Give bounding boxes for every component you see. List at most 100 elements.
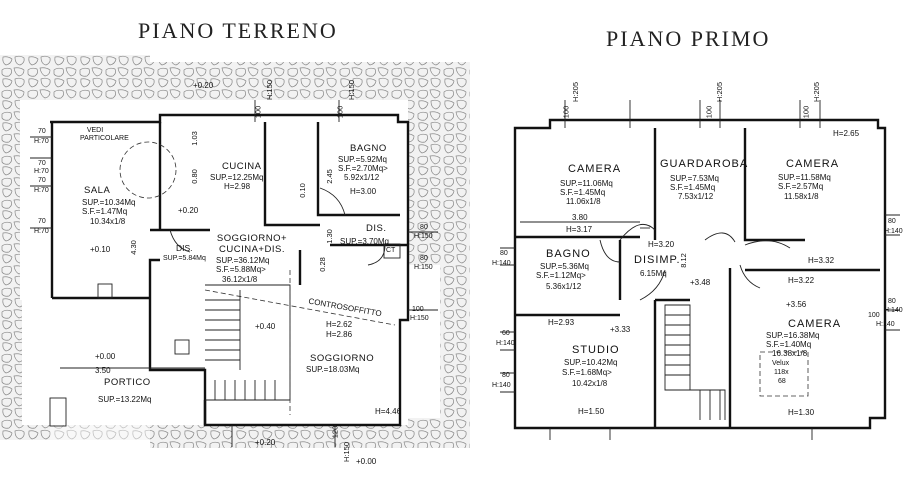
room-sala-sf: S.F.=1.47Mq — [82, 207, 128, 216]
ct-box — [383, 243, 401, 259]
window-tag: 100 — [868, 312, 880, 319]
stone-paving-top — [150, 62, 470, 440]
detail-circle — [119, 141, 177, 199]
level-mark: +0.20 — [255, 438, 276, 447]
dimension-label: 1.30 — [324, 229, 334, 244]
level-mark: +0.20 — [193, 81, 214, 90]
room-soggiorno-cucina-sf: S.F.=5.88Mq> — [216, 265, 266, 274]
window-tag: 80 — [888, 218, 896, 225]
room-cucina-sup: SUP.=12.25Mq — [210, 173, 264, 182]
room-bagno-first-ratio: 5.36x1/12 — [546, 282, 582, 291]
level-mark: +0.20 — [178, 206, 199, 215]
dimension-label: 3.50 — [95, 366, 111, 375]
room-camera2-sf: S.F.=2.57Mq — [778, 182, 824, 191]
room-sala-ratio: 10.34x1/8 — [90, 217, 126, 226]
level-mark: +3.48 — [690, 278, 711, 287]
window-tag: H:140 — [884, 307, 903, 314]
room-studio-sf: S.F.=1.68Mq> — [562, 368, 612, 377]
room-guardaroba-ratio: 7.53x1/12 — [678, 192, 714, 201]
window-tag: H:140 — [492, 260, 511, 267]
window-tag: H:140 — [496, 340, 515, 347]
room-soggiorno-cucina-name: SOGGIORNO+ CUCINA+DIS. — [216, 233, 288, 255]
room-camera1-name: CAMERA — [568, 163, 622, 175]
room-camera2-ratio: 11.58x1/8 — [784, 192, 819, 201]
window-tag: H:140 — [492, 382, 511, 389]
level-mark: +3.56 — [786, 300, 807, 309]
window-tag: H:205 — [715, 81, 725, 103]
level-mark: +0.00 — [95, 352, 116, 361]
room-dis2-sup: SUP.=3.70Mq — [340, 237, 389, 246]
room-studio-sup: SUP.=10.42Mq — [564, 358, 618, 367]
dimension-label: 0.28 — [317, 257, 327, 272]
window-tag: 70 — [38, 177, 46, 184]
room-studio-ratio: 10.42x1/8 — [572, 379, 608, 388]
h446-note: H=4.46 — [375, 407, 402, 416]
room-dis1-sup: SUP.=5.84Mq — [163, 255, 206, 262]
velux-height: 68 — [778, 378, 786, 385]
dimension-label: 0.10 — [297, 183, 307, 198]
height-mark: H=2.93 — [548, 318, 575, 327]
height-mark: H=3.20 — [648, 240, 675, 249]
room-dis2-name: DIS. — [366, 223, 387, 234]
room-camera2-name: CAMERA — [786, 158, 840, 170]
window-tag: 80 — [500, 250, 508, 257]
window-tag: 100 — [412, 306, 424, 313]
room-soggiorno-sup: SUP.=18.03Mq — [306, 365, 360, 374]
window-tag: 80 — [420, 224, 428, 231]
window-tag: 120 — [330, 425, 340, 439]
window-tag: 70 — [38, 160, 46, 167]
room-bagno-ground-name: BAGNO — [350, 143, 387, 154]
portico-column — [97, 283, 113, 299]
dimension-label: 3.80 — [572, 213, 588, 222]
window-tag: 100 — [253, 105, 263, 119]
room-sala-name: SALA — [84, 185, 111, 196]
window-tag: 80 — [420, 255, 428, 262]
velux-window — [759, 351, 809, 397]
dimension-label: 8.12 — [678, 253, 688, 268]
room-disimp-sup: 6.15Mq — [640, 269, 667, 278]
window-tag: 100 — [335, 105, 345, 119]
window-tag: 100 — [704, 105, 714, 119]
level-mark: +0.00 — [356, 457, 377, 466]
velux-size: 118x — [774, 369, 789, 376]
room-camera3-sf: S.F.=1.40Mq — [766, 340, 812, 349]
level-mark: +0.40 — [255, 322, 276, 331]
vedi-particolare-note: VEDI PARTICOLARE — [80, 127, 129, 142]
room-camera3-ratio: 16.38x1/8 — [772, 349, 808, 358]
room-camera1-ratio: 11.06x1/8 — [566, 197, 601, 206]
window-tag: H:150 — [414, 264, 433, 271]
window-tag: H:150 — [414, 233, 433, 240]
room-guardaroba-name: GUARDAROBA — [660, 158, 749, 170]
room-sala-sup: SUP.=10.34Mq — [82, 198, 136, 207]
room-bagno-first-sup: SUP.=5.36Mq — [540, 262, 589, 271]
room-soggiorno-cucina-sup: SUP.=36.12Mq — [216, 256, 270, 265]
room-camera2-sup: SUP.=11.58Mq — [778, 173, 831, 182]
room-bagno-first-name: BAGNO — [546, 248, 591, 260]
room-portico-name: PORTICO — [104, 377, 151, 388]
room-guardaroba-sup: SUP.=7.53Mq — [670, 174, 719, 183]
window-tag: H:205 — [571, 81, 581, 103]
window-tag: H:150 — [347, 79, 357, 101]
window-tag: 100 — [561, 105, 571, 119]
window-tag: H:205 — [812, 81, 822, 103]
room-bagno-ground-sup: SUP.=5.92Mq — [338, 155, 387, 164]
first-floor-title: PIANO PRIMO — [606, 26, 771, 51]
controsoffitto-h262: H=2.62 — [326, 320, 353, 329]
room-portico-sup: SUP.=13.22Mq — [98, 395, 152, 404]
window-tag: H:140 — [876, 321, 895, 328]
room-camera1-sf: S.F.=1.45Mq — [560, 188, 606, 197]
room-guardaroba-sf: S.F.=1.45Mq — [670, 183, 716, 192]
ct-label: CT — [386, 247, 396, 254]
level-mark: +3.33 — [610, 325, 631, 334]
height-mark: H=3.17 — [566, 225, 593, 234]
height-mark: H=2.65 — [833, 129, 860, 138]
controsoffitto-h286: H=2.86 — [326, 330, 353, 339]
room-bagno-ground-sf: S.F.=2.70Mq> — [338, 164, 388, 173]
window-tag: 80 — [502, 372, 510, 379]
room-bagno-ground-ratio: 5.92x1/12 — [344, 173, 380, 182]
window-tag: 70 — [38, 218, 46, 225]
room-camera1-sup: SUP.=11.06Mq — [560, 179, 613, 188]
ground-floor-title: PIANO TERRENO — [138, 18, 338, 43]
level-mark: +0.10 — [90, 245, 111, 254]
window-tag: H:70 — [34, 228, 49, 235]
